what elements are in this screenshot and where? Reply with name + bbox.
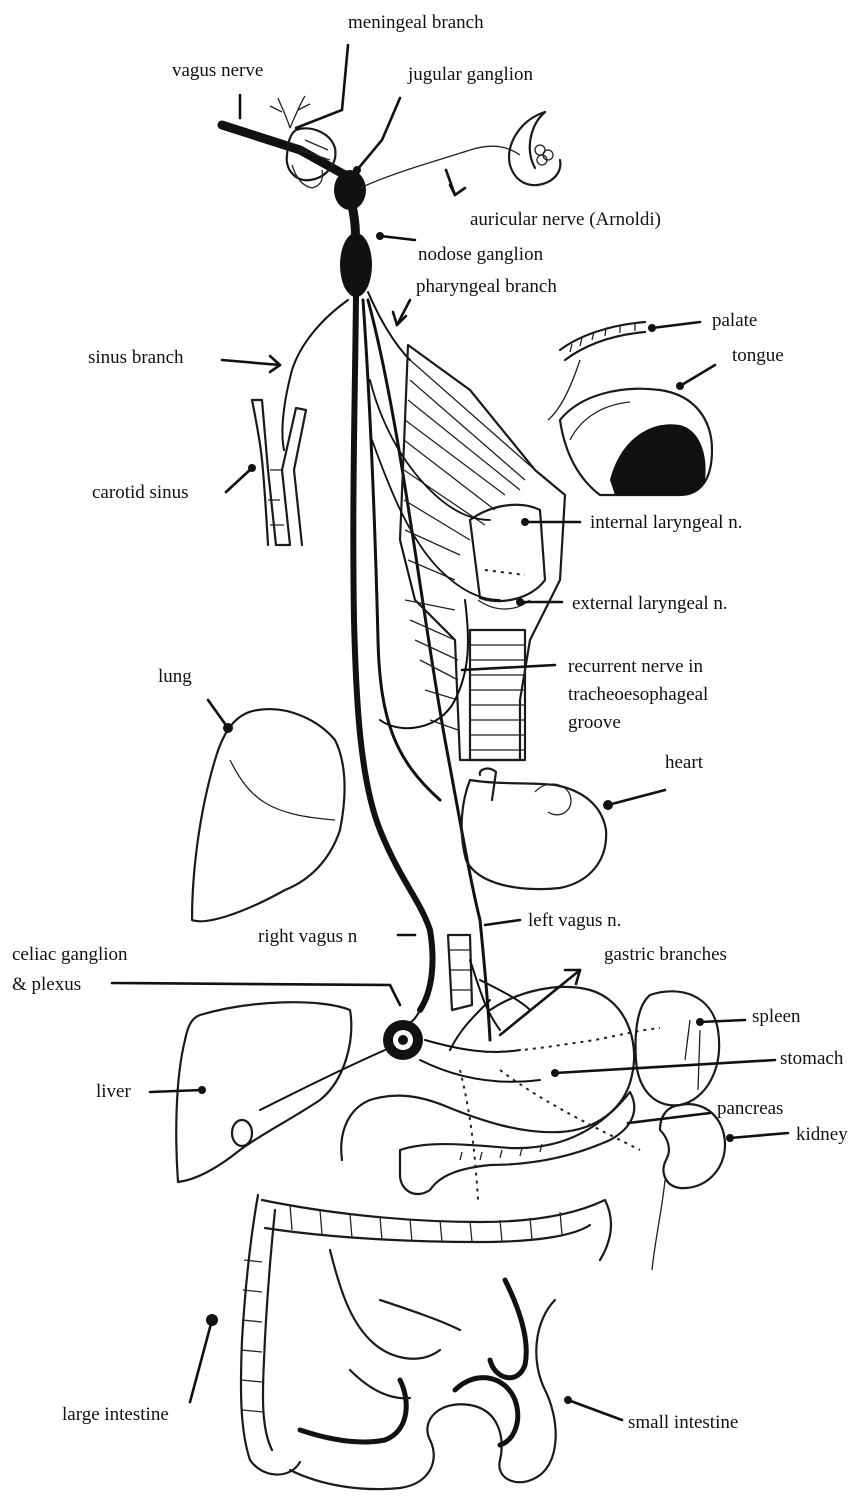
- ear-outline: [509, 112, 560, 185]
- label-kidney: kidney: [796, 1124, 848, 1145]
- larynx-nerve-branches: [370, 380, 500, 600]
- trachea: [470, 630, 525, 760]
- label-nodose-ganglion: nodose ganglion: [418, 244, 544, 265]
- label-right-vagus: right vagus n: [258, 926, 358, 947]
- label-recurrent-line3: groove: [568, 712, 621, 733]
- label-small-intestine: small intestine: [628, 1412, 738, 1433]
- vagal-dotted-branches: [460, 1028, 660, 1200]
- label-celiac-line2: & plexus: [12, 974, 81, 995]
- meningeal-branch-fibers: [270, 96, 310, 128]
- label-vagus-nerve: vagus nerve: [172, 60, 263, 81]
- label-tongue: tongue: [732, 345, 784, 366]
- label-jugular-ganglion: jugular ganglion: [407, 64, 534, 85]
- label-gastric-branches: gastric branches: [604, 944, 727, 965]
- tongue-shape: [560, 389, 712, 495]
- spleen-shape: [636, 991, 720, 1105]
- label-palate: palate: [712, 310, 757, 331]
- label-pancreas: pancreas: [717, 1098, 783, 1119]
- label-celiac-line1: celiac ganglion: [12, 944, 128, 965]
- label-left-vagus: left vagus n.: [528, 910, 621, 931]
- label-external-laryngeal: external laryngeal n.: [572, 593, 728, 614]
- label-pharyngeal-branch: pharyngeal branch: [416, 276, 557, 297]
- label-recurrent-line2: tracheoesophageal: [568, 684, 708, 705]
- label-internal-laryngeal: internal laryngeal n.: [590, 512, 742, 533]
- lung-shape: [192, 709, 345, 921]
- label-spleen: spleen: [752, 1006, 801, 1027]
- palate-shape: [548, 322, 645, 420]
- label-sinus-branch: sinus branch: [88, 347, 184, 368]
- label-stomach: stomach: [780, 1048, 844, 1069]
- label-liver: liver: [96, 1081, 131, 1102]
- auricular-nerve: [360, 146, 520, 188]
- kidney-shape: [652, 1104, 725, 1270]
- label-meningeal-branch: meningeal branch: [348, 12, 484, 33]
- pancreas-shape: [400, 1092, 634, 1194]
- label-heart: heart: [665, 752, 704, 773]
- label-auricular-nerve: auricular nerve (Arnoldi): [470, 209, 661, 230]
- label-carotid-sinus: carotid sinus: [92, 482, 189, 503]
- heart-shape: [462, 769, 607, 890]
- esophagus-tube: [448, 935, 472, 1010]
- label-large-intestine: large intestine: [62, 1404, 169, 1425]
- label-recurrent-line1: recurrent nerve in: [568, 656, 704, 677]
- small-intestine-shape: [290, 1250, 556, 1489]
- carotid-artery: [252, 400, 306, 545]
- label-lung: lung: [158, 666, 192, 687]
- larynx-cartilage: [470, 505, 545, 609]
